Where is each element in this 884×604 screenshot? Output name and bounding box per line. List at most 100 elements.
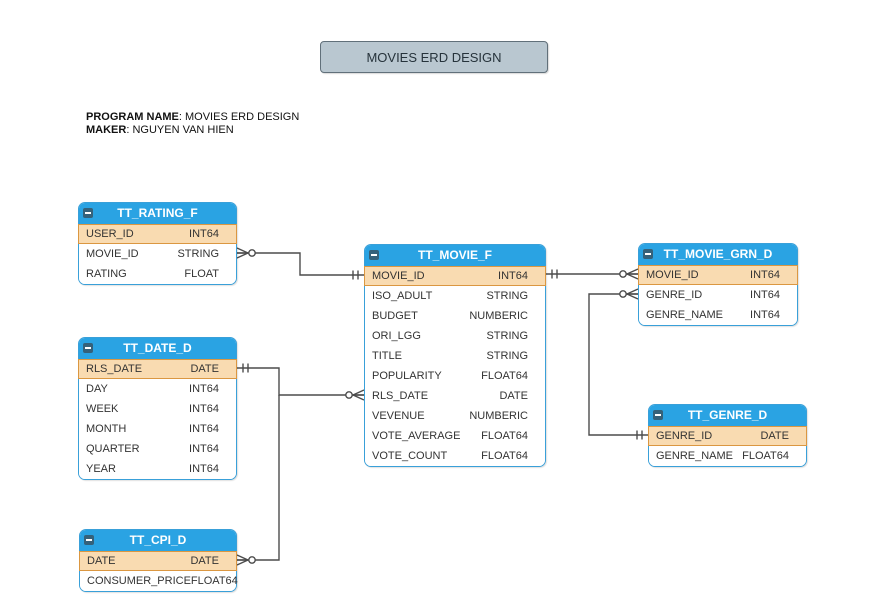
minus-glyph [86,539,92,541]
field-name: POPULARITY [372,370,442,382]
diagram-title: MOVIES ERD DESIGN [366,49,502,65]
field-type: FLOAT [184,268,219,280]
table-row[interactable]: YEAR INT64 [79,459,236,479]
connector-tt-genre-d-genre-id-to-tt-movie-grn-d-genre-id[interactable] [588,288,648,440]
entity-header[interactable]: TT_MOVIE_GRN_D [639,244,797,265]
field-type: INT64 [189,443,219,455]
entity-title: TT_RATING_F [117,206,198,220]
entity-header[interactable]: TT_RATING_F [79,203,236,224]
field-name: GENRE_ID [646,289,703,301]
maker-line: MAKER: NGUYEN VAN HIEN [86,124,299,137]
collapse-icon[interactable] [83,343,93,353]
field-type: STRING [486,350,528,362]
connector-tt-movie-f-movie-id-to-tt-movie-grn-d-movie-id[interactable] [546,268,639,280]
field-name: RLS_DATE [372,390,429,402]
table-row[interactable]: MOVIE_ID STRING [79,244,236,264]
entity-title: TT_MOVIE_F [417,248,492,262]
minus-glyph [645,253,651,255]
maker-label: MAKER [86,124,127,136]
field-name: GENRE_NAME [656,450,734,462]
info-text-block[interactable]: PROGRAM NAME: MOVIES ERD DESIGN MAKER: N… [86,111,299,137]
table-row[interactable]: BUDGET NUMBERIC [365,306,545,326]
field-name: MOVIE_ID [646,269,699,281]
field-name: QUARTER [86,443,140,455]
connector-tt-rating-f-movie-id-to-tt-movie-f-movie-id[interactable] [236,247,364,280]
entity-header[interactable]: TT_GENRE_D [649,405,806,426]
field-type: STRING [486,290,528,302]
field-name: MOVIE_ID [372,270,425,282]
field-name: GENRE_NAME [646,309,724,321]
connector-tt-date-d-rls-date-to-tt-movie-f-rls-date[interactable] [237,363,365,401]
field-type: FLOAT64 [481,370,528,382]
field-name: TITLE [372,350,402,362]
field-name: GENRE_ID [656,430,713,442]
program-name-label: PROGRAM NAME [86,111,179,123]
field-name: MOVIE_ID [86,248,139,260]
field-type: INT64 [189,463,219,475]
entity-title: TT_MOVIE_GRN_D [663,247,773,261]
table-row[interactable]: GENRE_NAME INT64 [639,305,797,325]
field-type: STRING [177,248,219,260]
table-row[interactable]: QUARTER INT64 [79,439,236,459]
field-name: MONTH [86,423,127,435]
table-row[interactable]: MONTH INT64 [79,419,236,439]
minus-glyph [85,212,91,214]
table-row[interactable]: RLS_DATE DATE [365,386,545,406]
field-name: DAY [86,383,108,395]
collapse-icon[interactable] [653,410,663,420]
entity-header[interactable]: TT_DATE_D [79,338,236,359]
diagram-title-box[interactable]: MOVIES ERD DESIGN [320,41,548,73]
field-type: DATE [190,555,219,567]
field-name: VEVENUE [372,410,425,422]
field-name: BUDGET [372,310,418,322]
field-name: YEAR [86,463,116,475]
connector-tt-cpi-d-date-to-junction[interactable] [236,395,280,566]
collapse-icon[interactable] [369,250,379,260]
field-type: DATE [190,363,219,375]
field-name: VOTE_AVERAGE [372,430,461,442]
field-name: USER_ID [86,228,134,240]
collapse-icon[interactable] [643,249,653,259]
field-type: INT64 [750,309,780,321]
field-type: FLOAT64 [481,430,528,442]
program-name-value: : MOVIES ERD DESIGN [178,111,300,123]
field-type: DATE [499,390,528,402]
field-type: NUMBERIC [469,310,528,322]
collapse-icon[interactable] [84,535,94,545]
field-type: FLOAT64 [481,450,528,462]
entity-header[interactable]: TT_MOVIE_F [365,245,545,266]
field-type: INT64 [189,423,219,435]
field-name: WEEK [86,403,119,415]
minus-glyph [655,414,661,416]
collapse-icon[interactable] [83,208,93,218]
table-row[interactable]: POPULARITY FLOAT64 [365,366,545,386]
entity-header[interactable]: TT_CPI_D [80,530,236,551]
table-row[interactable]: VOTE_AVERAGE FLOAT64 [365,426,545,446]
table-row[interactable]: TITLE STRING [365,346,545,366]
field-name: ORI_LGG [372,330,421,342]
